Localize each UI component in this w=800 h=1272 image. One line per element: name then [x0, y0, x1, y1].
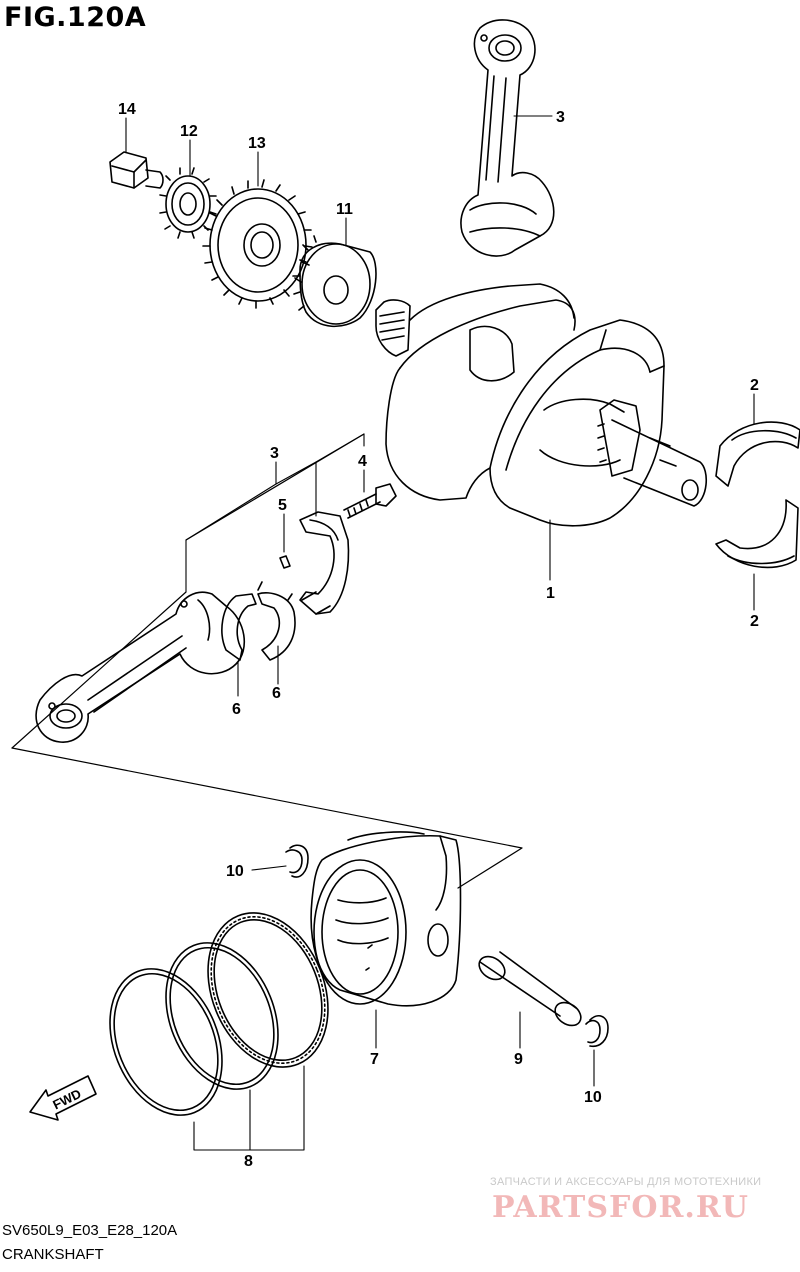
- figure-title: FIG.120A: [4, 2, 147, 33]
- piston-pin-part-9: [478, 951, 582, 1027]
- callout-13: 13: [248, 135, 266, 152]
- gear-part-13: [202, 179, 313, 309]
- crankshaft-part-1: [375, 283, 707, 527]
- callout-7: 7: [370, 1051, 379, 1068]
- callout-6-right: 6: [272, 685, 281, 702]
- bearing-shells-part-2: [715, 421, 800, 569]
- circlip-part-10-upper: [285, 844, 309, 878]
- leader-lines: [125, 115, 755, 1151]
- callout-3-lower: 3: [270, 445, 279, 462]
- rod-bolt-part-4: [343, 483, 397, 519]
- figure-code: SV650L9_E03_E28_120A: [2, 1222, 178, 1239]
- gear-part-12: [159, 167, 217, 239]
- callout-8: 8: [244, 1153, 253, 1170]
- bearing-shells-part-6: [221, 581, 296, 661]
- callout-12: 12: [180, 123, 198, 140]
- gear-part-11: [292, 235, 377, 328]
- pin-part-5: [279, 555, 291, 569]
- callout-10-lower: 10: [584, 1089, 602, 1106]
- callout-11: 11: [336, 201, 353, 218]
- watermark-logo: PARTSFOR.RU: [492, 1190, 749, 1225]
- figure-name: CRANKSHAFT: [2, 1246, 104, 1263]
- fwd-arrow-icon: FWD: [29, 1075, 97, 1121]
- piston-rings-part-8: [109, 912, 329, 1116]
- callout-2-lower: 2: [750, 613, 759, 630]
- callout-9: 9: [514, 1051, 523, 1068]
- callout-1: 1: [546, 585, 555, 602]
- connecting-rod-upper: [460, 19, 555, 257]
- callout-3-upper: 3: [556, 109, 565, 126]
- callout-6-left: 6: [232, 701, 241, 718]
- rod-cap: [299, 511, 350, 615]
- watermark-tagline: ЗАПЧАСТИ И АКСЕССУАРЫ ДЛЯ МОТОТЕХНИКИ: [490, 1176, 762, 1188]
- callout-5: 5: [278, 497, 287, 514]
- bolt-part-14: [109, 151, 164, 189]
- connecting-rod-lower: [35, 591, 245, 743]
- callout-2-upper: 2: [750, 377, 759, 394]
- callout-4: 4: [358, 453, 367, 470]
- circlip-part-10-lower: [585, 1015, 609, 1048]
- section-divider: [11, 433, 523, 889]
- callout-14: 14: [118, 101, 136, 118]
- callout-10-upper: 10: [226, 863, 244, 880]
- piston-part-7: [310, 831, 462, 1007]
